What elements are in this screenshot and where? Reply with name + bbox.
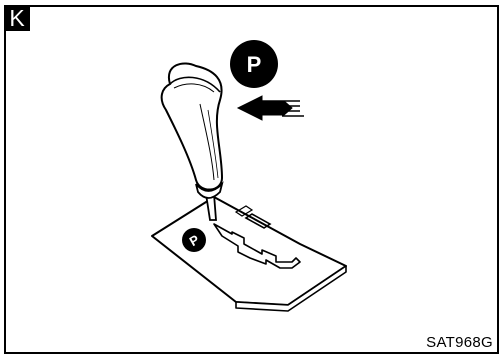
push-arrow-icon <box>238 96 304 120</box>
p-callout: P <box>230 40 278 88</box>
shift-lever-icon <box>162 63 222 220</box>
figure-code: SAT968G <box>426 334 493 351</box>
callout-label: P <box>247 52 262 77</box>
shift-gate-plate-icon <box>152 197 346 311</box>
